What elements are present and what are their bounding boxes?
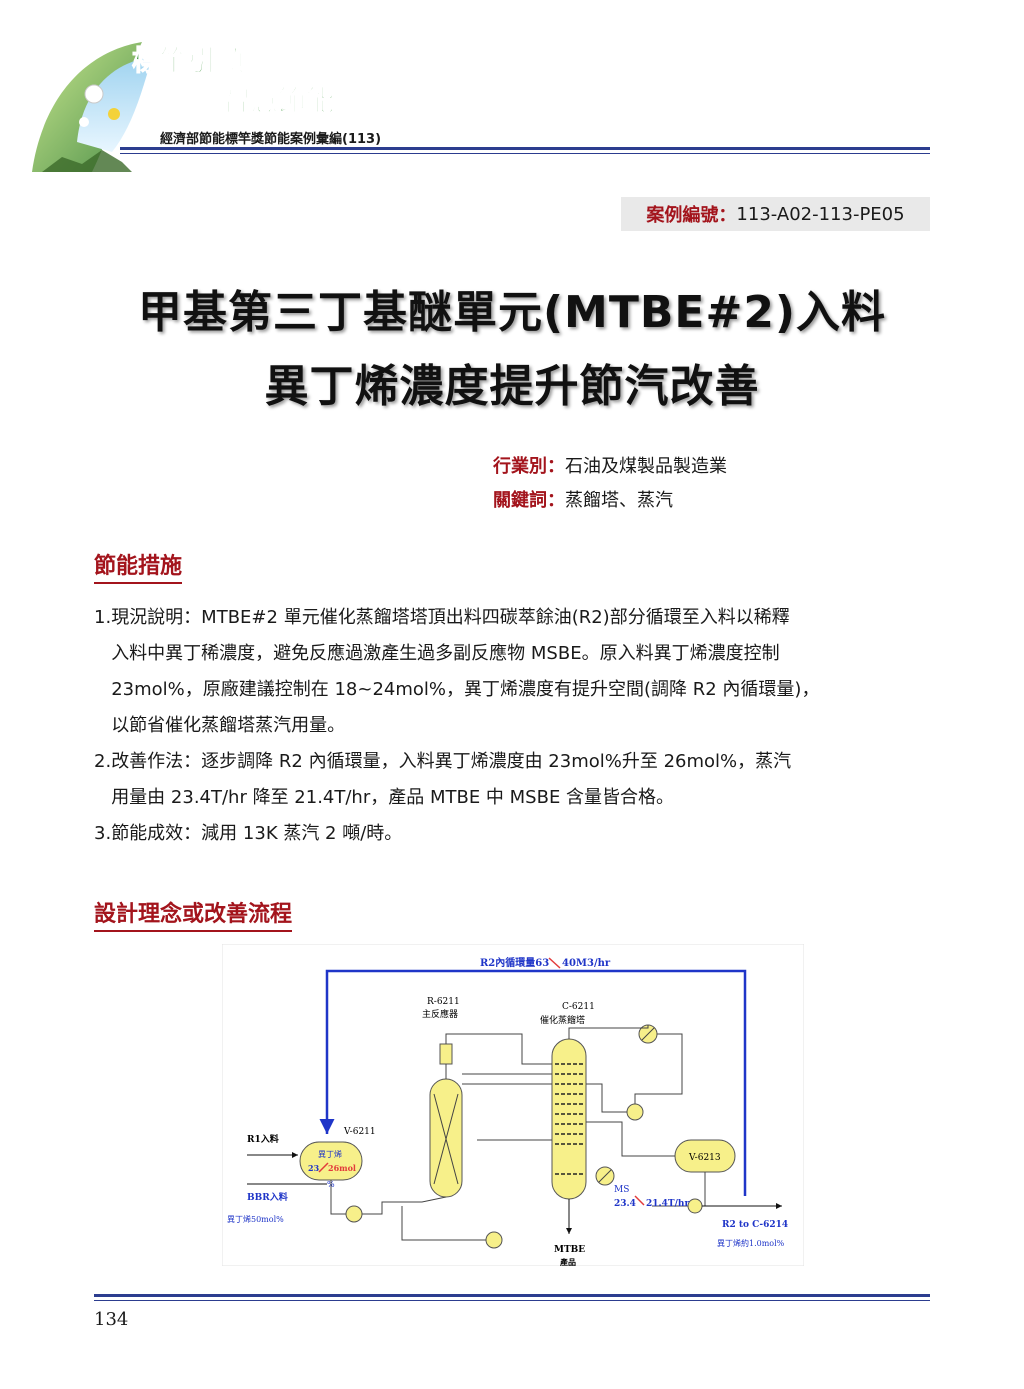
list-item-line: 現況說明：MTBE#2 單元催化蒸餾塔塔頂出料四碳萃餘油(R2)部分循環至入料以… [111,607,790,628]
v6211-content: 異丁烯 [318,1149,342,1159]
footer-rule-thin [94,1300,930,1301]
reactor-packing [433,1093,459,1185]
increase-arrow-icon [318,1162,329,1173]
header-subtitle: 經濟部節能標竿獎節能案例彙編(113) [160,132,382,147]
mtbe-label: MTBE [554,1245,585,1255]
industry-row: 行業別：石油及煤製品製造業 [493,452,727,478]
reactor-name: 主反應器 [422,1008,458,1020]
list-item-line: 用量由 23.4T/hr 降至 21.4T/hr，產品 MTBE 中 MSBE … [111,787,675,808]
logo-line-2: 智慧節能 [222,84,334,117]
r1-feed-label: R1入料 [247,1133,279,1145]
case-number-label: 案例編號： [646,205,737,226]
feed-pump-icon [345,1205,363,1223]
page-title-line-2: 異丁烯濃度提升節汽改善 [264,361,760,412]
case-number-box: 案例編號： 113-A02-113-PE05 [621,197,930,231]
footer-rule [94,1294,930,1297]
industry-label: 行業別： [493,456,565,477]
measures-list: 1. 現況說明：MTBE#2 單元催化蒸餾塔塔頂出料四碳萃餘油(R2)部分循環至… [94,600,936,852]
page-number: 134 [94,1309,129,1330]
list-item-line: 節能成效：減用 13K 蒸汽 2 噸/時。 [111,823,403,844]
r2-outlet-note: 異丁烯約1.0mol% [717,1238,785,1248]
feed-value-before: 23 [308,1163,320,1173]
steam-after: 21.4T/hr [646,1199,689,1209]
decrease-arrow-icon [548,957,561,969]
column-tag: C-6211 [562,1002,595,1012]
reactor-top-vessel [439,1043,453,1065]
column-vessel [551,1038,587,1200]
list-item: 2. 改善作法：逐步調降 R2 內循環量，入料異丁烯濃度由 23mol%升至 2… [94,744,936,816]
list-item-number: 2. [94,751,112,772]
page-title-line-1: 甲基第三丁基醚單元(MTBE#2)入料 [137,287,887,338]
logo-line-1: 標竿引領 [132,44,244,77]
list-item-line: 改善作法：逐步調降 R2 內循環量，入料異丁烯濃度由 23mol%升至 26mo… [111,751,792,772]
section-heading-design: 設計理念或改善流程 [94,896,293,932]
list-item: 3. 節能成效：減用 13K 蒸汽 2 噸/時。 [94,816,936,852]
r2-outlet-label: R2 to C-6214 [722,1220,788,1230]
list-item-line: 以節省催化蒸餾塔蒸汽用量。 [111,715,346,736]
list-item: 1. 現況說明：MTBE#2 單元催化蒸餾塔塔頂出料四碳萃餘油(R2)部分循環至… [94,600,936,744]
header-logo: 標竿引領 智慧節能 [32,42,335,172]
keywords-value: 蒸餾塔、蒸汽 [565,490,673,511]
keywords-label: 關鍵詞： [493,490,565,511]
bbr-feed-label: BBR入料 [247,1191,288,1203]
recycle-pump-icon [485,1231,503,1249]
feed-value-after: 26mol [328,1163,356,1173]
bbr-feed-note: 異丁烯50mol% [227,1214,284,1224]
decrease-arrow-icon [634,1195,645,1206]
list-item-number: 3. [94,823,112,844]
ms-label: MS [614,1185,629,1195]
column-name: 催化蒸餾塔 [540,1014,585,1026]
column-trays [555,1063,583,1175]
case-number-value: 113-A02-113-PE05 [736,203,905,225]
section-heading-measures: 節能措施 [94,548,183,584]
reactor-tag: R-6211 [427,997,460,1007]
list-item-line: 23mol%，原廠建議控制在 18~24mol%，異丁烯濃度有提升空間(調降 R… [111,679,820,700]
keywords-row: 關鍵詞：蒸餾塔、蒸汽 [493,486,673,512]
recycle-label-a: R2內循環量63 [480,956,549,969]
reflux-pump-icon [626,1103,644,1121]
v6213-tag: V-6213 [688,1153,721,1163]
v6211-drum [299,1141,363,1181]
industry-value: 石油及煤製品製造業 [565,456,727,477]
process-flow-diagram: R2內循環量63 40M3/hr R-6211 主反應器 C-6211 催化蒸餾… [222,944,804,1266]
product-pump-icon [687,1198,703,1214]
header-rule [120,147,930,150]
v6211-tag: V-6211 [343,1127,376,1137]
header-rule-thin [120,153,930,154]
steam-before: 23.4 [614,1199,636,1209]
recycle-line [319,969,747,1196]
recycle-label-b: 40M3/hr [562,958,611,969]
list-item-line: 入料中異丁稀濃度，避免反應過激產生過多副反應物 MSBE。原入料異丁烯濃度控制 [111,643,780,664]
list-item-number: 1. [94,607,112,628]
product-label: 產品 [559,1257,576,1266]
